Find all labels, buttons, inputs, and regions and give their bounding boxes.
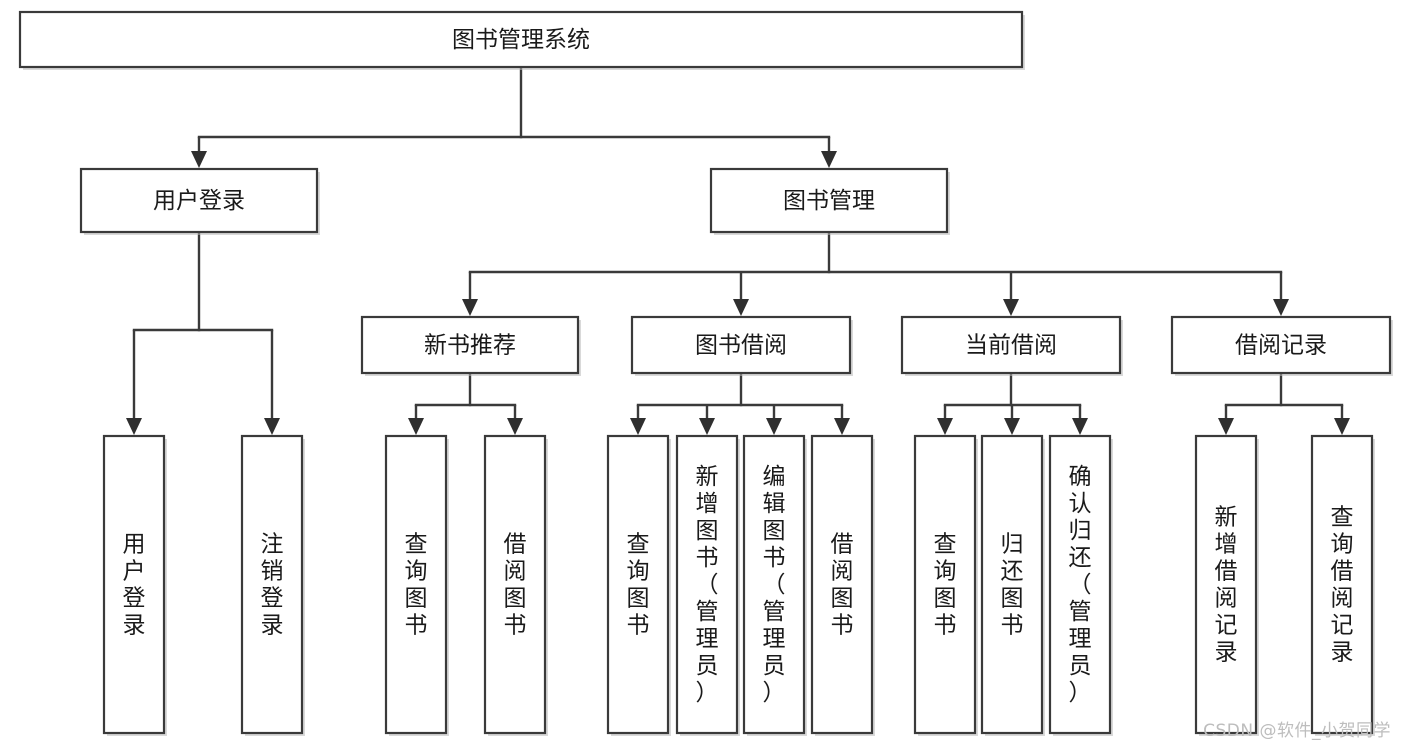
node-current-borrow[interactable]: 当前借阅 xyxy=(900,315,1123,376)
node-user-login[interactable]: 用户登录 xyxy=(79,167,320,235)
node-box[interactable] xyxy=(240,434,304,735)
node-new-book-rec[interactable]: 新书推荐 xyxy=(360,315,581,376)
node-label: 查询借阅记录 xyxy=(1331,505,1354,666)
node-label: 借阅图书 xyxy=(831,532,854,639)
node-layer: 图书管理系统用户登录图书管理新书推荐图书借阅当前借阅借阅记录用户登录注销登录查询… xyxy=(18,10,1393,736)
node-label: 图书管理系统 xyxy=(452,27,590,53)
node-root[interactable]: 图书管理系统 xyxy=(18,10,1025,70)
node-box[interactable] xyxy=(900,315,1122,375)
node-leaf-add-book[interactable]: 新增图书（管理员） xyxy=(675,434,740,736)
node-box[interactable] xyxy=(675,434,739,735)
node-label: 查询图书 xyxy=(405,532,428,639)
node-box[interactable] xyxy=(360,315,580,375)
node-label: 借阅记录 xyxy=(1235,333,1327,359)
node-label: 查询图书 xyxy=(934,532,957,639)
node-box[interactable] xyxy=(18,10,1024,69)
node-label: 查询图书 xyxy=(627,532,650,639)
node-leaf-add-record[interactable]: 新增借阅记录 xyxy=(1194,434,1259,736)
node-box[interactable] xyxy=(79,167,319,234)
node-label: 用户登录 xyxy=(123,532,146,639)
node-leaf-query-record[interactable]: 查询借阅记录 xyxy=(1310,434,1375,736)
node-box[interactable] xyxy=(913,434,977,735)
node-leaf-query-book-rec[interactable]: 查询图书 xyxy=(384,434,449,736)
node-box[interactable] xyxy=(709,167,949,234)
node-box[interactable] xyxy=(483,434,547,735)
node-label: 图书借阅 xyxy=(695,333,787,359)
node-leaf-confirm-return[interactable]: 确认归还（管理员） xyxy=(1048,434,1113,736)
node-box[interactable] xyxy=(980,434,1044,735)
node-leaf-return-book[interactable]: 归还图书 xyxy=(980,434,1045,736)
node-leaf-query-book-cur[interactable]: 查询图书 xyxy=(913,434,978,736)
node-label: 新增借阅记录 xyxy=(1215,505,1238,666)
node-box[interactable] xyxy=(1194,434,1258,735)
node-leaf-user-login[interactable]: 用户登录 xyxy=(102,434,167,736)
node-leaf-borrow-book-rec[interactable]: 借阅图书 xyxy=(483,434,548,736)
node-box[interactable] xyxy=(1310,434,1374,735)
connector-layer xyxy=(126,65,1350,435)
node-book-borrow[interactable]: 图书借阅 xyxy=(630,315,853,376)
node-label: 新增图书（管理员） xyxy=(696,464,719,706)
node-box[interactable] xyxy=(102,434,166,735)
node-label: 注销登录 xyxy=(261,532,284,639)
node-box[interactable] xyxy=(742,434,806,735)
node-box[interactable] xyxy=(1048,434,1112,735)
node-label: 当前借阅 xyxy=(965,333,1057,359)
node-label: 新书推荐 xyxy=(424,333,516,359)
node-label: 借阅图书 xyxy=(504,532,527,639)
node-label: 用户登录 xyxy=(153,188,245,214)
node-leaf-edit-book[interactable]: 编辑图书（管理员） xyxy=(742,434,807,736)
node-leaf-borrow-book[interactable]: 借阅图书 xyxy=(810,434,875,736)
node-book-manage[interactable]: 图书管理 xyxy=(709,167,950,235)
node-leaf-logout[interactable]: 注销登录 xyxy=(240,434,305,736)
node-label: 确认归还（管理员） xyxy=(1069,464,1092,706)
node-box[interactable] xyxy=(1170,315,1392,375)
watermark-text: CSDN @软件_小贺同学 xyxy=(1203,721,1391,741)
node-box[interactable] xyxy=(810,434,874,735)
node-label: 编辑图书（管理员） xyxy=(763,464,786,706)
node-box[interactable] xyxy=(630,315,852,375)
node-box[interactable] xyxy=(606,434,670,735)
node-label: 归还图书 xyxy=(1001,532,1024,639)
node-leaf-query-book[interactable]: 查询图书 xyxy=(606,434,671,736)
node-borrow-record[interactable]: 借阅记录 xyxy=(1170,315,1393,376)
node-box[interactable] xyxy=(384,434,448,735)
node-label: 图书管理 xyxy=(783,188,875,214)
